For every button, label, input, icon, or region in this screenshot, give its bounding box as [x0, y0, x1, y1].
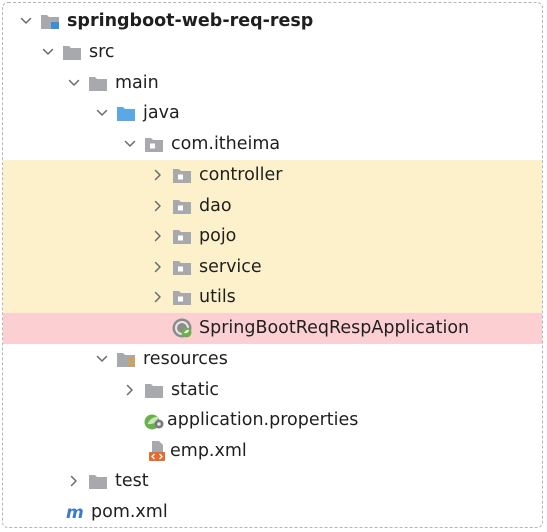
tree-label-package: com.itheima	[171, 134, 281, 155]
tree-row-app-class[interactable]: SpringBootReqRespApplication	[3, 313, 542, 344]
chevron-down-icon[interactable]	[61, 68, 87, 98]
module-folder-icon	[39, 10, 61, 32]
tree-label-controller: controller	[199, 165, 283, 186]
chevron-right-icon[interactable]	[145, 252, 171, 282]
chevron-down-icon[interactable]	[35, 37, 61, 67]
folder-icon	[87, 72, 109, 94]
chevron-right-icon[interactable]	[61, 466, 87, 496]
tree-row-resources[interactable]: resources	[3, 344, 542, 375]
tree-row-java[interactable]: java	[3, 98, 542, 129]
chevron-right-icon[interactable]	[117, 375, 143, 405]
tree-label-utils: utils	[199, 287, 236, 308]
folder-icon	[143, 379, 165, 401]
chevron-down-icon[interactable]	[117, 129, 143, 159]
package-icon	[171, 225, 193, 247]
tree-row-controller[interactable]: controller	[3, 160, 542, 191]
tree-label-dao: dao	[199, 195, 232, 216]
chevron-down-icon[interactable]	[89, 344, 115, 374]
chevron-right-icon[interactable]	[145, 160, 171, 190]
package-icon	[171, 164, 193, 186]
tree-row-static[interactable]: static	[3, 375, 542, 406]
chevron-down-icon[interactable]	[13, 6, 39, 36]
tree-label-project: springboot-web-req-resp	[67, 11, 314, 32]
tree-row-service[interactable]: service	[3, 251, 542, 283]
tree-row-pojo[interactable]: pojo	[3, 221, 542, 252]
tree-label-pom: pom.xml	[91, 501, 168, 522]
tree-label-resources: resources	[143, 349, 228, 370]
package-icon	[171, 195, 193, 217]
tree-label-static: static	[171, 379, 220, 400]
resources-root-folder-icon	[115, 348, 137, 370]
tree-label-service: service	[199, 256, 262, 277]
tree-label-pojo: pojo	[199, 226, 237, 247]
folder-icon	[87, 470, 109, 492]
tree-row-dao[interactable]: dao	[3, 190, 542, 222]
package-icon	[171, 286, 193, 308]
source-root-folder-icon	[115, 102, 137, 124]
chevron-right-icon[interactable]	[145, 191, 171, 221]
tree-row-utils[interactable]: utils	[3, 282, 542, 313]
chevron-down-icon[interactable]	[89, 98, 115, 128]
project-tree-panel: springboot-web-req-resp src main java co…	[2, 2, 543, 528]
tree-label-app-class: SpringBootReqRespApplication	[199, 318, 470, 339]
tree-label-src: src	[89, 42, 115, 63]
package-icon	[171, 256, 193, 278]
tree-label-emp-xml: emp.xml	[170, 440, 247, 461]
tree-label-main: main	[115, 72, 159, 93]
tree-row-pom[interactable]: pom.xml	[3, 497, 542, 528]
package-icon	[143, 133, 165, 155]
tree-row-emp-xml[interactable]: emp.xml	[3, 436, 542, 467]
tree-label-java: java	[143, 103, 180, 124]
tree-row-src[interactable]: src	[3, 37, 542, 68]
tree-row-project[interactable]: springboot-web-req-resp	[3, 6, 542, 37]
tree-label-test: test	[115, 471, 149, 492]
spring-boot-class-icon	[171, 317, 193, 339]
tree-label-app-properties: application.properties	[167, 410, 359, 431]
maven-icon	[65, 501, 87, 523]
chevron-right-icon[interactable]	[145, 221, 171, 251]
tree-row-main[interactable]: main	[3, 68, 542, 99]
spring-properties-icon	[143, 409, 165, 431]
chevron-right-icon[interactable]	[145, 282, 171, 312]
xml-file-icon	[146, 440, 168, 462]
tree-row-package[interactable]: com.itheima	[3, 129, 542, 160]
folder-icon	[61, 41, 83, 63]
tree-row-app-properties[interactable]: application.properties	[3, 405, 542, 436]
tree-row-test[interactable]: test	[3, 466, 542, 497]
